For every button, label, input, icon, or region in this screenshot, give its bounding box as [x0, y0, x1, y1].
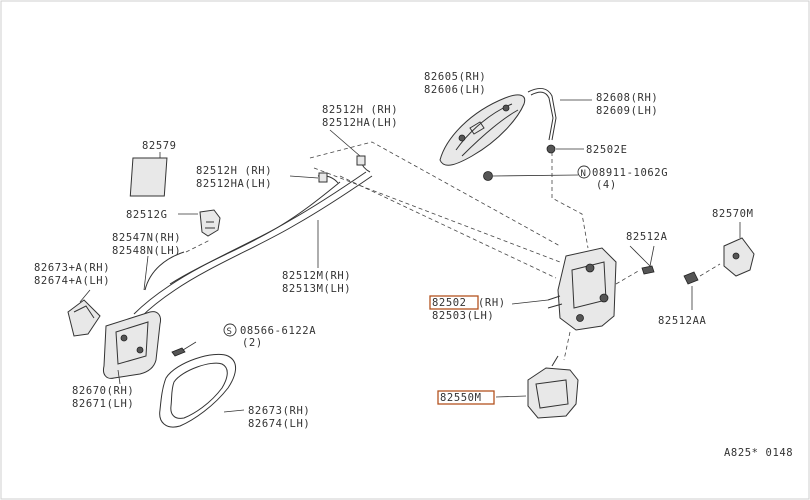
nut-part: [483, 171, 579, 181]
rod-m-part: [133, 171, 373, 319]
striker-part: [723, 222, 755, 277]
label-82502e: 82502E: [586, 144, 628, 156]
pad-part: [129, 152, 168, 197]
label-82673: 82673(RH): [248, 405, 310, 417]
escutcheon-part: [67, 299, 101, 337]
label-82674a: 82674+A(LH): [34, 275, 110, 287]
label-82570m: 82570M: [712, 208, 754, 220]
label-82513m: 82513M(LH): [282, 283, 351, 295]
label-08566: 08566-6122A: [240, 325, 316, 337]
n-marker-letter: N: [581, 169, 586, 179]
door-lock-part: [547, 247, 617, 331]
clip-e-part: [546, 144, 584, 154]
label-82674: 82674(LH): [248, 418, 310, 430]
label-82512m: 82512M(RH): [282, 270, 351, 282]
n-marker: N: [577, 165, 591, 179]
actuator-part: [495, 355, 579, 419]
leader-lines: [79, 99, 651, 385]
label-82608: 82608(RH): [596, 92, 658, 104]
s-marker-letter: S: [227, 327, 232, 337]
s-marker: S: [223, 323, 237, 337]
highlight-82550m: [437, 390, 495, 405]
label-82512g: 82512G: [126, 209, 168, 221]
label-82548n: 82548N(LH): [112, 245, 181, 257]
outer-handle-part: [439, 94, 526, 166]
figure-code: A825* 0148: [724, 447, 793, 459]
rod-h-part: [317, 155, 371, 184]
labels: 82605(RH) 82606(LH) 82608(RH) 82609(LH) …: [34, 71, 793, 459]
bolt-aa-part: [683, 263, 721, 310]
label-82547n: 82547N(RH): [112, 232, 181, 244]
label-82609: 82609(LH): [596, 105, 658, 117]
label-82502[interactable]: 82502: [432, 297, 467, 309]
inner-handle-part: [103, 311, 161, 379]
label-82512aa: 82512AA: [658, 315, 707, 327]
label-82502-rh: (RH): [478, 297, 506, 309]
assembly-lines: [185, 141, 641, 361]
handle-rod-part: [527, 88, 557, 141]
label-82503: 82503(LH): [432, 310, 494, 322]
bezel-part: [159, 354, 245, 428]
label-82673a: 82673+A(RH): [34, 262, 110, 274]
label-82605: 82605(RH): [424, 71, 486, 83]
clip-g-part: [178, 209, 221, 237]
label-82550m[interactable]: 82550M: [440, 392, 482, 404]
label-82606: 82606(LH): [424, 84, 486, 96]
label-82512ha-top: 82512HA(LH): [322, 117, 398, 129]
label-08911-qty: (4): [596, 179, 617, 191]
label-82671: 82671(LH): [72, 398, 134, 410]
label-82512ha-mid: 82512HA(LH): [196, 178, 272, 190]
highlight-82502: [429, 295, 479, 310]
label-82512h-mid: 82512H (RH): [196, 165, 272, 177]
label-82512h-top: 82512H (RH): [322, 104, 398, 116]
bolt-a-part: [641, 245, 655, 275]
label-82579: 82579: [142, 140, 177, 152]
label-82512a: 82512A: [626, 231, 668, 243]
screw-part: [171, 341, 197, 357]
label-08566-qty: (2): [242, 337, 263, 349]
label-08911: 08911-1062G: [592, 167, 668, 179]
cable-part: [144, 251, 185, 291]
label-82670: 82670(RH): [72, 385, 134, 397]
